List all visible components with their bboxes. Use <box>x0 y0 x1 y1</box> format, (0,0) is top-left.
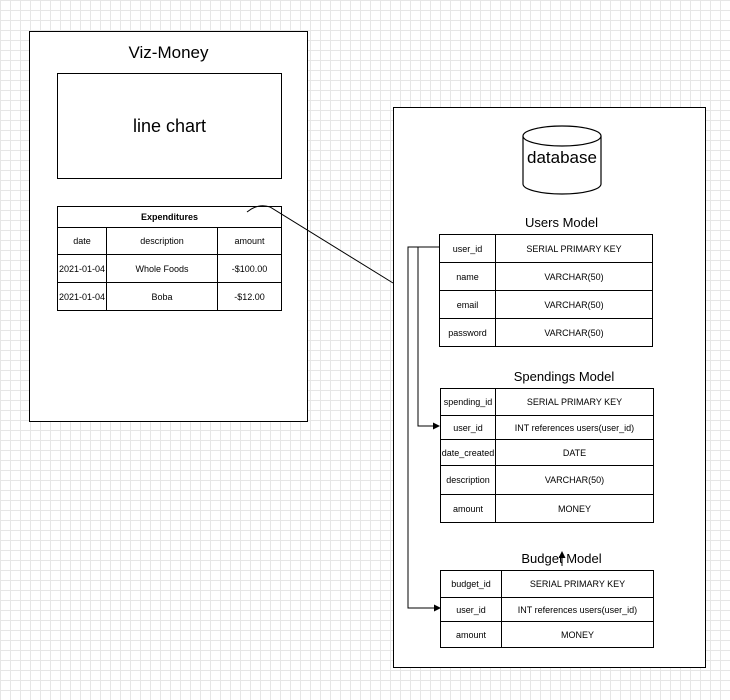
table-cell: -$100.00 <box>217 254 282 283</box>
field-type: MONEY <box>501 621 654 648</box>
table-cell: Whole Foods <box>106 254 218 283</box>
field-name: amount <box>440 621 502 648</box>
budget-model-title: Budget Model <box>521 550 602 566</box>
field-name: user_id <box>440 597 502 622</box>
table-cell: Boba <box>106 282 218 311</box>
field-name: name <box>439 262 496 291</box>
field-type: VARCHAR(50) <box>495 262 653 291</box>
field-name: user_id <box>440 415 496 440</box>
field-type: VARCHAR(50) <box>495 465 654 495</box>
app-title: Viz-Money <box>128 43 209 62</box>
field-type: SERIAL PRIMARY KEY <box>495 234 653 263</box>
database-cylinder-icon <box>522 125 602 195</box>
line-chart-label: line chart <box>132 115 207 136</box>
field-name: description <box>440 465 496 495</box>
column-header: amount <box>217 227 282 255</box>
field-type: VARCHAR(50) <box>495 290 653 319</box>
app-mockup-frame: Viz-Money line chart Expenditures date d… <box>29 31 308 422</box>
field-name: amount <box>440 494 496 523</box>
expenditures-title: Expenditures <box>57 206 282 228</box>
field-name: user_id <box>439 234 496 263</box>
database-label: database <box>527 148 597 167</box>
column-header: date <box>57 227 107 255</box>
table-header-row: date description amount <box>57 227 282 255</box>
field-name: email <box>439 290 496 319</box>
field-type: VARCHAR(50) <box>495 318 653 347</box>
field-name: budget_id <box>440 570 502 598</box>
expenditures-table: Expenditures date description amount 202… <box>57 206 282 311</box>
field-type: MONEY <box>495 494 654 523</box>
field-type: SERIAL PRIMARY KEY <box>501 570 654 598</box>
field-type: DATE <box>495 439 654 466</box>
field-type: INT references users(user_id) <box>495 415 654 440</box>
users-model-title: Users Model <box>525 214 598 230</box>
spendings-model-title: Spendings Model <box>513 368 615 384</box>
column-header: description <box>106 227 218 255</box>
table-cell: -$12.00 <box>217 282 282 311</box>
table-cell: 2021-01-04 <box>57 282 107 311</box>
field-name: spending_id <box>440 388 496 416</box>
table-row: 2021-01-04 Boba -$12.00 <box>57 282 282 311</box>
field-type: SERIAL PRIMARY KEY <box>495 388 654 416</box>
table-cell: 2021-01-04 <box>57 254 107 283</box>
line-chart-placeholder: line chart <box>57 73 282 179</box>
table-row: 2021-01-04 Whole Foods -$100.00 <box>57 254 282 283</box>
field-name: password <box>439 318 496 347</box>
field-name: date_created <box>440 439 496 466</box>
field-type: INT references users(user_id) <box>501 597 654 622</box>
